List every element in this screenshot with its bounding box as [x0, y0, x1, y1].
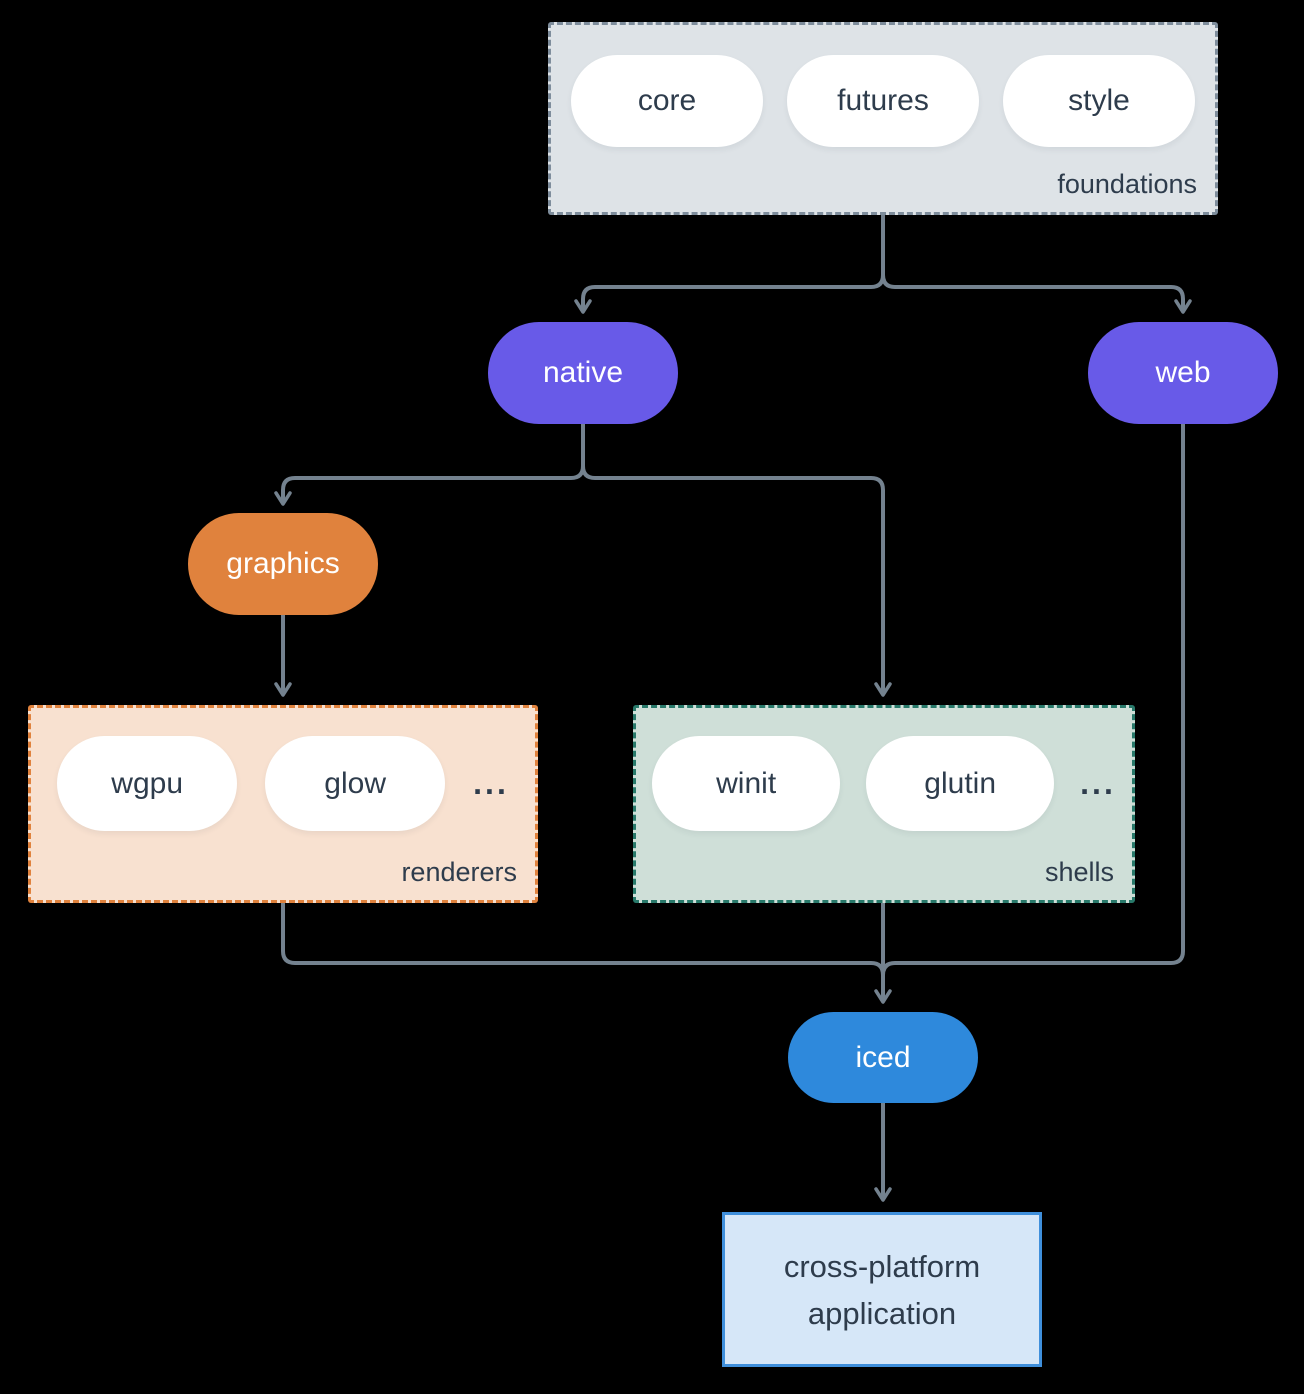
- node-iced-label: iced: [855, 1040, 911, 1074]
- node-web-label: web: [1155, 356, 1211, 389]
- node-futures-label: futures: [837, 84, 929, 117]
- node-glow: glow: [265, 736, 446, 831]
- node-native-label: native: [542, 356, 624, 389]
- app-label-line1: cross-platform: [783, 1248, 981, 1284]
- node-style-label: style: [1068, 84, 1130, 117]
- node-wgpu: wgpu: [57, 736, 238, 831]
- edge-renderers-iced: [281, 901, 885, 992]
- shells-group: winit glutin ... shells: [633, 705, 1135, 903]
- node-glutin-label: glutin: [924, 766, 997, 800]
- node-iced: iced: [788, 1012, 978, 1103]
- shells-ellipsis: ...: [1080, 765, 1116, 801]
- cross-platform-application-box: cross-platform application: [722, 1212, 1042, 1367]
- node-native: native: [488, 322, 678, 424]
- node-glutin: glutin: [866, 736, 1055, 831]
- node-style: style: [1003, 55, 1195, 147]
- node-winit: winit: [652, 736, 841, 831]
- renderers-group-label: renderers: [401, 857, 517, 887]
- node-core-label: core: [637, 84, 697, 117]
- node-web: web: [1088, 322, 1278, 424]
- edge-foundations-native: [574, 213, 885, 314]
- node-graphics-label: graphics: [226, 547, 340, 580]
- renderers-ellipsis: ...: [473, 765, 509, 801]
- node-futures: futures: [787, 55, 979, 147]
- edge-foundations-web: [881, 213, 1192, 314]
- app-label-line2: application: [807, 1295, 957, 1331]
- node-core: core: [571, 55, 763, 147]
- edge-native-graphics: [274, 422, 585, 506]
- edge-native-shells: [581, 422, 892, 697]
- foundations-group: core futures style foundations: [548, 22, 1218, 215]
- node-glow-label: glow: [324, 766, 386, 800]
- node-graphics: graphics: [188, 513, 378, 615]
- renderers-group: wgpu glow ... renderers: [28, 705, 538, 903]
- foundations-group-label: foundations: [1057, 169, 1197, 199]
- node-wgpu-label: wgpu: [111, 766, 184, 800]
- node-winit-label: winit: [716, 766, 777, 800]
- shells-group-label: shells: [1044, 857, 1114, 887]
